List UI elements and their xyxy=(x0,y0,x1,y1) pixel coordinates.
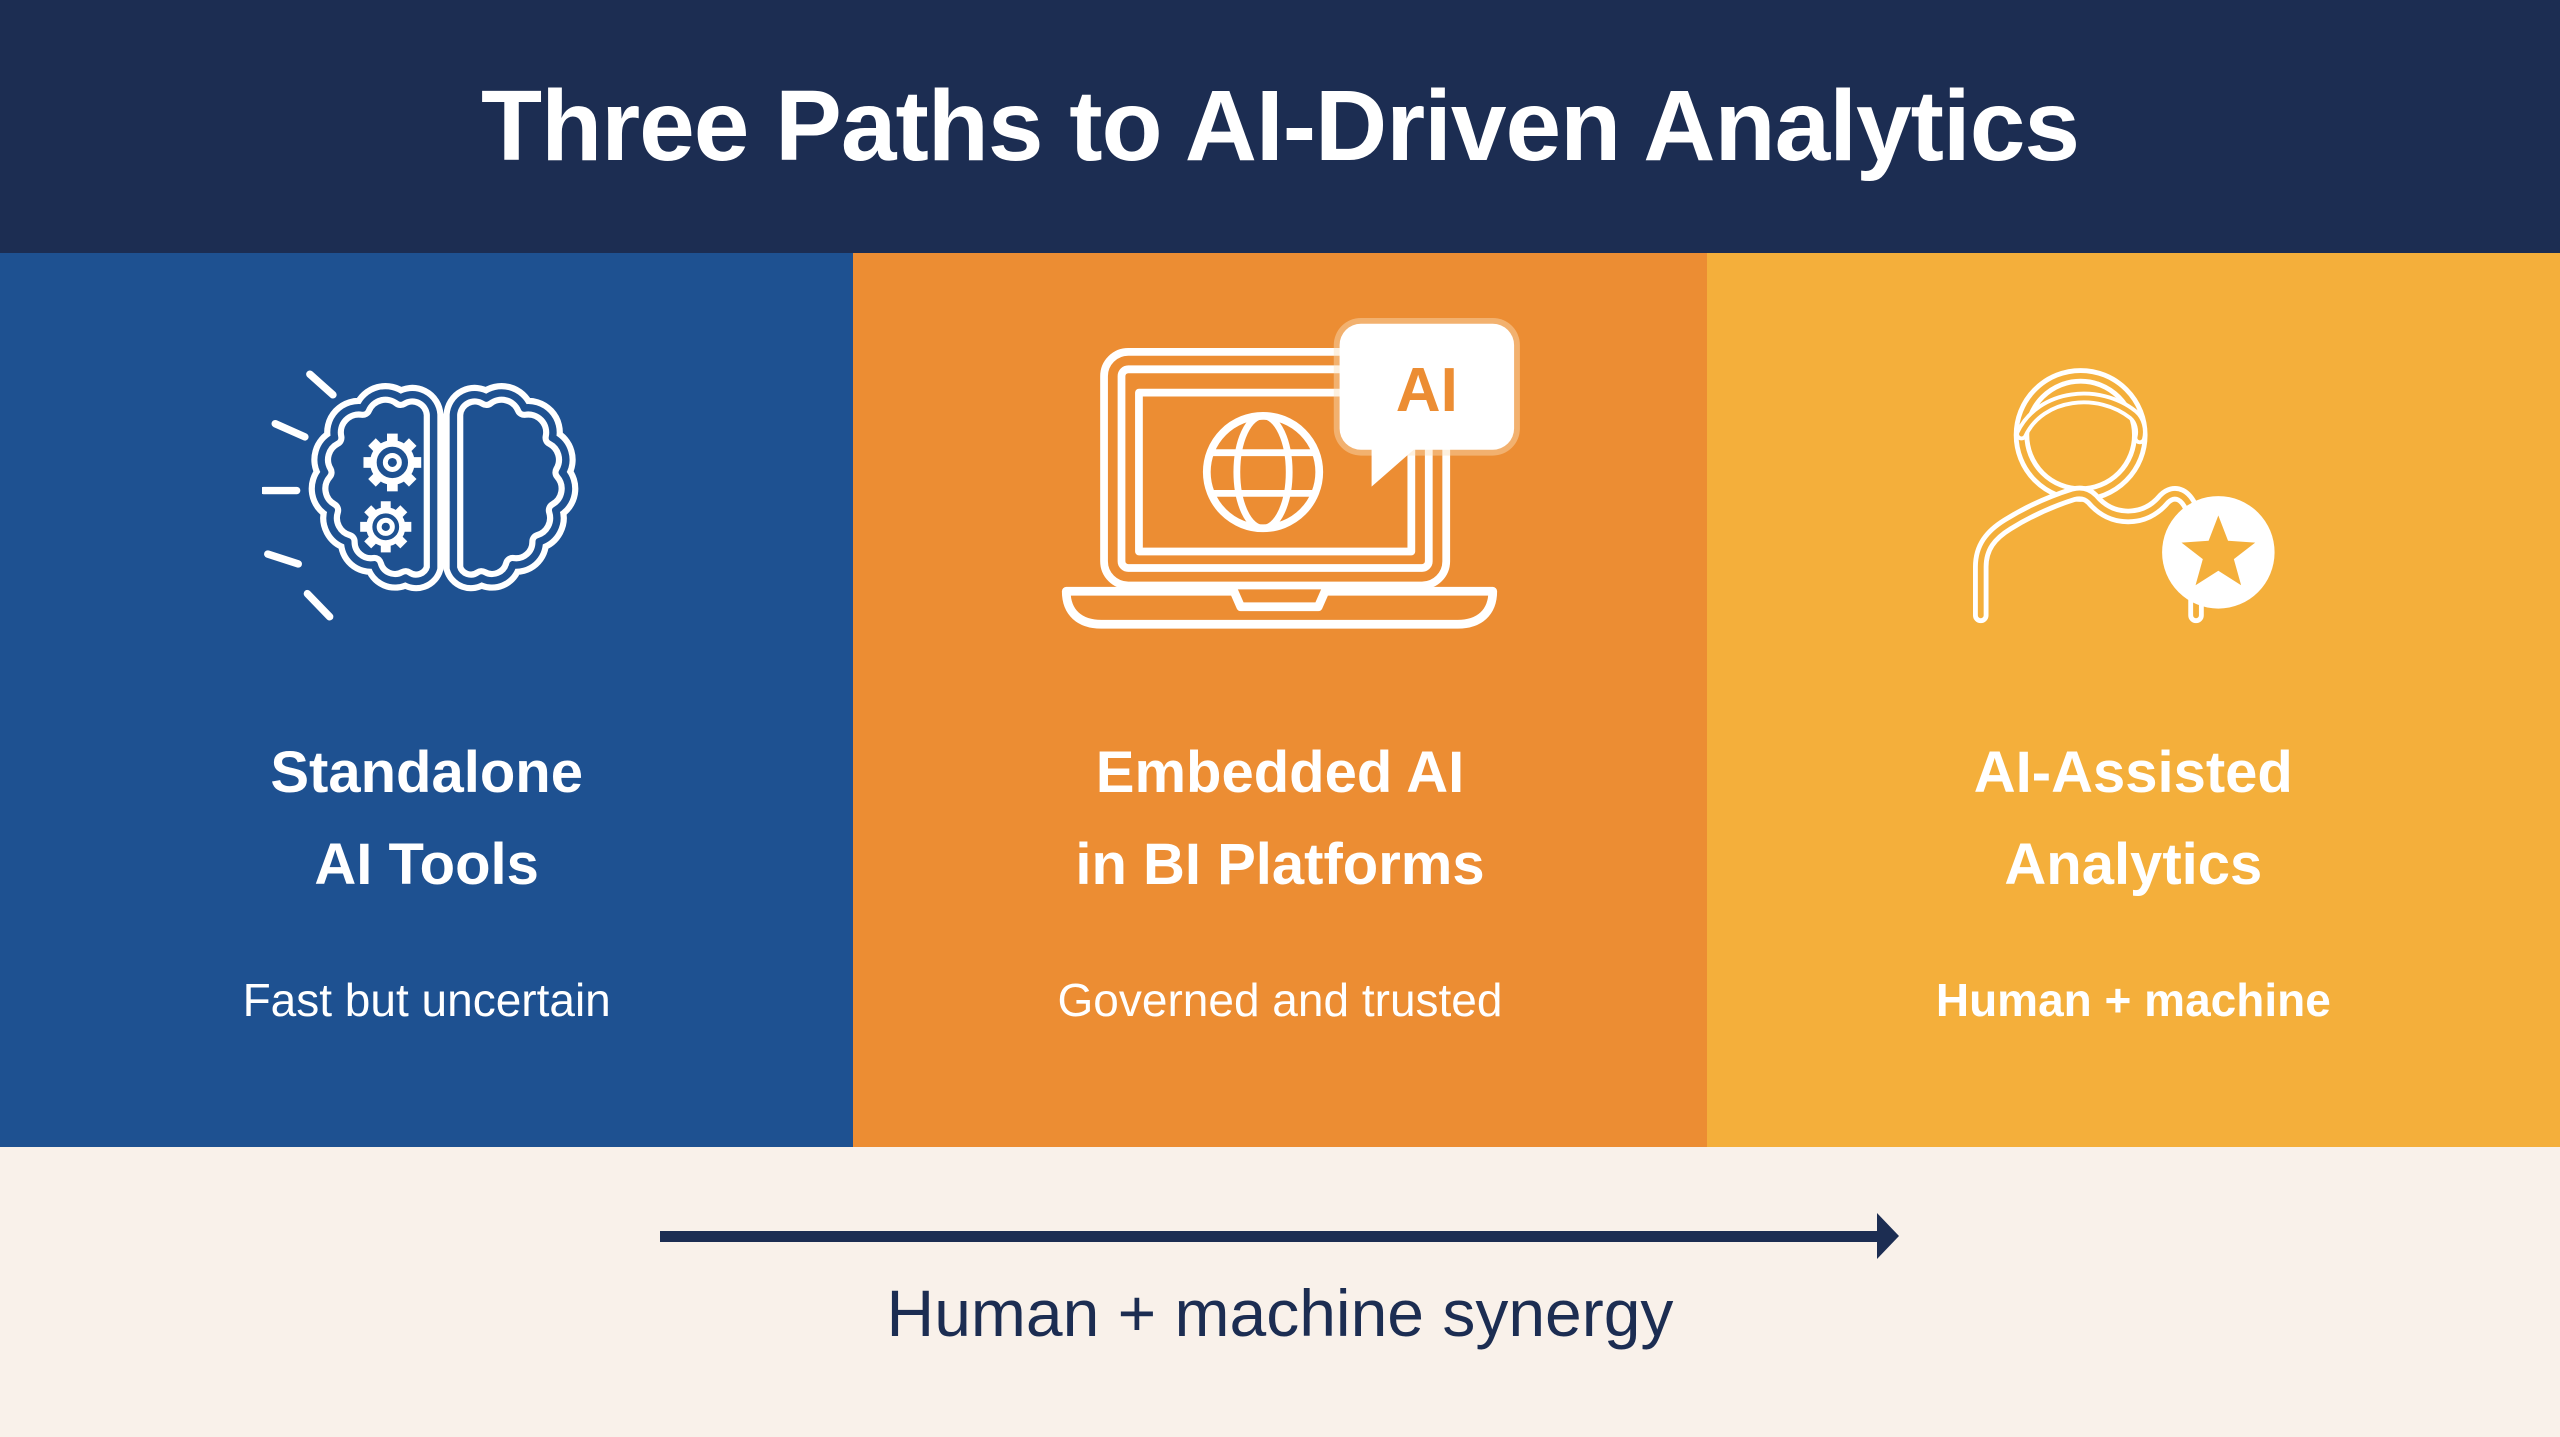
star-icon xyxy=(2181,515,2256,586)
panel-embedded-ai-bi: AI Embedded AI in BI Platforms Governed … xyxy=(853,253,1707,1147)
panel-subtitle: Governed and trusted xyxy=(1057,974,1503,1026)
header-bar: Three Paths to AI-Driven Analytics xyxy=(0,0,2560,253)
ai-chat-bubble: AI xyxy=(1334,317,1521,487)
person-star-icon xyxy=(1707,368,2560,630)
panel-title-line: Embedded AI xyxy=(1095,740,1465,805)
page-title: Three Paths to AI-Driven Analytics xyxy=(481,70,2080,182)
panel-title-line: in BI Platforms xyxy=(1075,832,1485,897)
laptop-globe-ai-icon: AI xyxy=(853,316,1706,632)
panel-title-line: AI Tools xyxy=(314,832,539,897)
panel-subtitle: Fast but uncertain xyxy=(242,974,611,1026)
synergy-footer: Human + machine synergy xyxy=(0,1147,2560,1437)
gear-large xyxy=(363,433,421,492)
spark-rays xyxy=(261,370,337,621)
globe-icon xyxy=(1203,411,1324,533)
ai-bubble-label: AI xyxy=(1396,356,1458,425)
panel-ai-assisted-analytics: AI-Assisted Analytics Human + machine xyxy=(1706,253,2560,1147)
brain-right-hemisphere xyxy=(453,393,568,581)
panel-standalone-ai-tools: Standalone AI Tools Fast but uncertain xyxy=(0,253,854,1147)
star-badge xyxy=(2162,496,2275,609)
panel-title: AI-Assisted Analytics xyxy=(1707,727,2560,911)
footer-caption: Human + machine synergy xyxy=(886,1276,1674,1350)
brain-left-hemisphere xyxy=(318,393,433,581)
laptop-base xyxy=(1062,586,1498,629)
gear-small xyxy=(359,501,411,553)
panel-subtitle: Human + machine xyxy=(1935,974,2331,1026)
panel-title: Standalone AI Tools xyxy=(0,727,853,911)
laptop-screen-inner xyxy=(1135,388,1416,556)
three-paths-panels: Standalone AI Tools Fast but uncertain xyxy=(0,253,2560,1147)
right-arrow-head-icon xyxy=(1877,1213,1899,1259)
right-arrow-line xyxy=(660,1231,1878,1242)
panel-title-line: Standalone xyxy=(270,740,583,805)
panel-title-line: Analytics xyxy=(2004,832,2263,897)
panel-title: Embedded AI in BI Platforms xyxy=(853,727,1706,911)
panel-title-line: AI-Assisted xyxy=(1973,740,2293,805)
brain-gears-icon xyxy=(0,365,853,621)
